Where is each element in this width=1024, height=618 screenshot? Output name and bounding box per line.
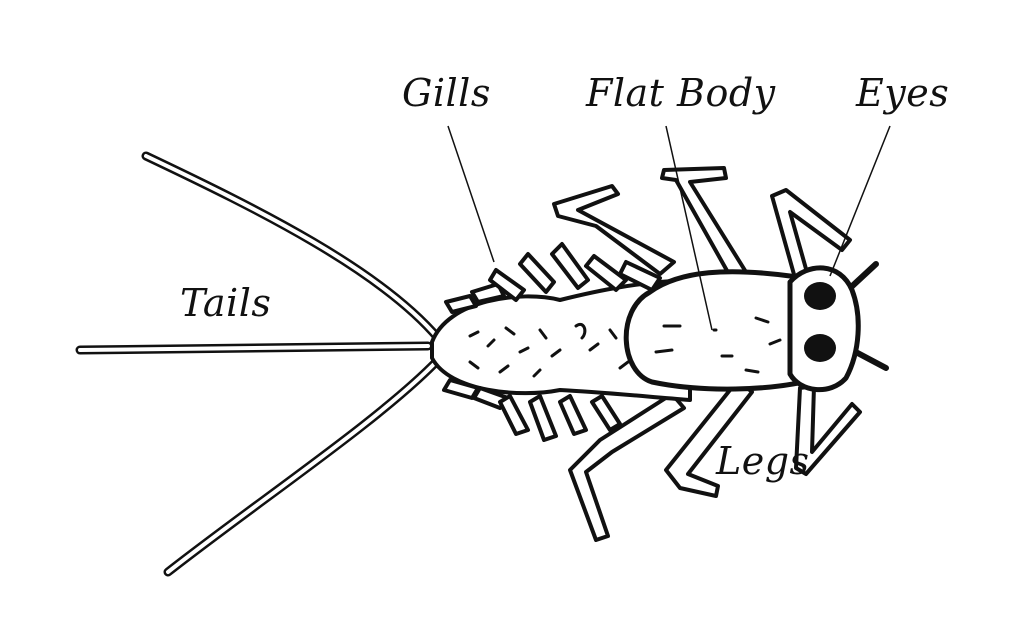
leg-front-lower [794, 384, 862, 476]
label-gills: Gills [402, 71, 491, 115]
label-legs: Legs [716, 439, 810, 483]
tails [75, 151, 443, 577]
leg-rear-lower [568, 392, 686, 542]
eyes-pointer [829, 125, 891, 277]
label-tails: Tails [180, 281, 272, 325]
label-eyes: Eyes [856, 71, 950, 115]
flat-body-pointer [665, 125, 713, 331]
leg-mid-lower [664, 378, 754, 498]
legs [552, 166, 862, 542]
label-flat-body: Flat Body [586, 71, 776, 115]
leg-front-upper [770, 188, 852, 280]
leg-rear-upper [552, 184, 676, 276]
gills-pointer [447, 125, 495, 263]
leg-mid-upper [660, 166, 748, 278]
body-marks [654, 316, 782, 374]
eye-lower [804, 334, 836, 362]
pointer-lines [447, 125, 891, 331]
abdomen-texture [468, 323, 630, 378]
eye-upper [804, 282, 836, 310]
eyes [804, 282, 836, 362]
